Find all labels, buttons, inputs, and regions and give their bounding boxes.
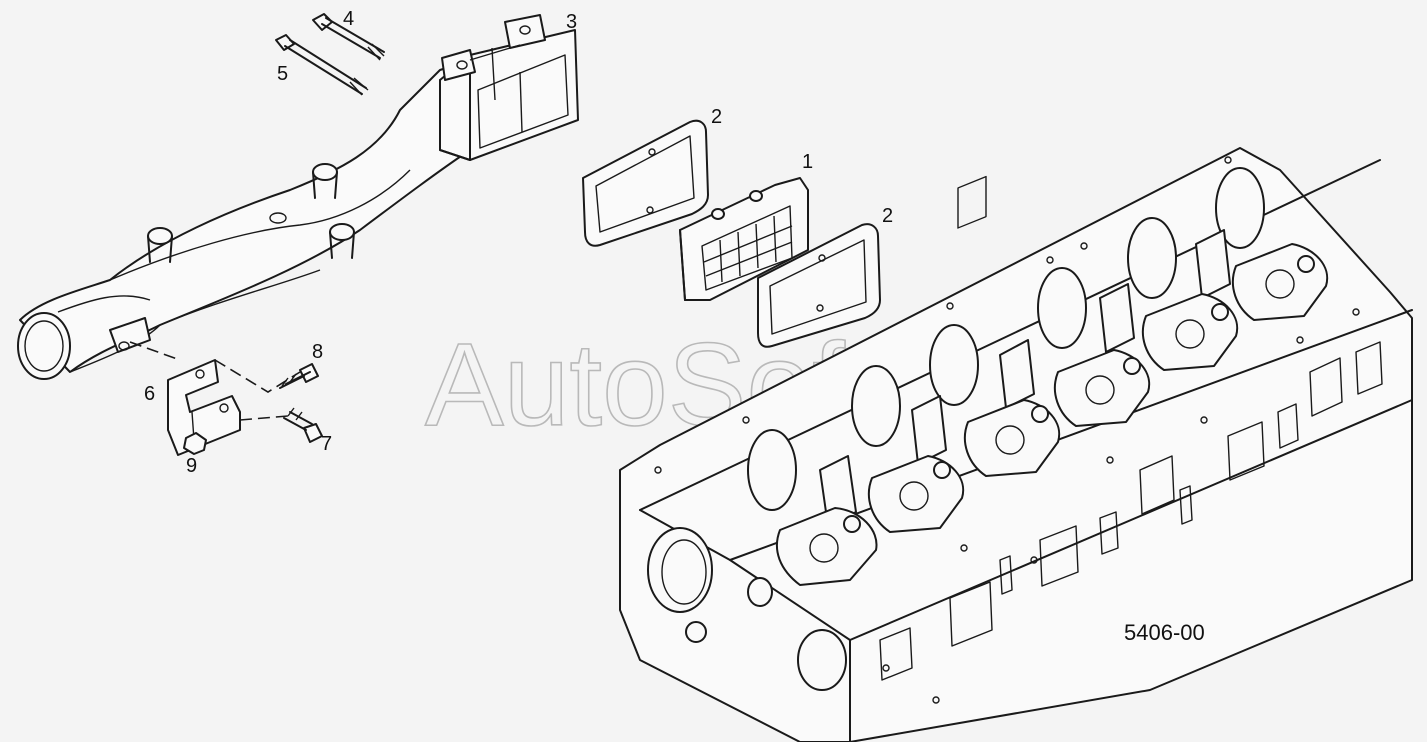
callout-7: 7 (321, 433, 332, 455)
bolt-part-4 (312, 13, 385, 61)
screw-part-7 (283, 407, 323, 443)
cylinder-head (619, 147, 1413, 742)
drawing-code: 5406-00 (1124, 620, 1205, 645)
screw-part-8 (279, 363, 319, 389)
heater-flange-part-1 (679, 177, 809, 301)
assembly-line (129, 341, 301, 421)
callout-6: 6 (144, 383, 155, 405)
callout-4: 4 (343, 8, 354, 30)
callout-1: 1 (802, 151, 813, 173)
intake-pipe-part-3 (17, 14, 579, 380)
callout-8: 8 (312, 341, 323, 363)
bracket-part-6 (167, 359, 241, 456)
callout-2-lower: 2 (882, 205, 893, 227)
bolt-part-5 (275, 34, 369, 96)
gasket-lower-part-2 (757, 223, 881, 348)
callout-5: 5 (277, 63, 288, 85)
callout-2-upper: 2 (711, 106, 722, 128)
callout-9: 9 (186, 455, 197, 477)
nut-part-9 (183, 432, 207, 455)
gasket-upper-part-2 (582, 119, 709, 247)
callout-3: 3 (566, 11, 577, 33)
